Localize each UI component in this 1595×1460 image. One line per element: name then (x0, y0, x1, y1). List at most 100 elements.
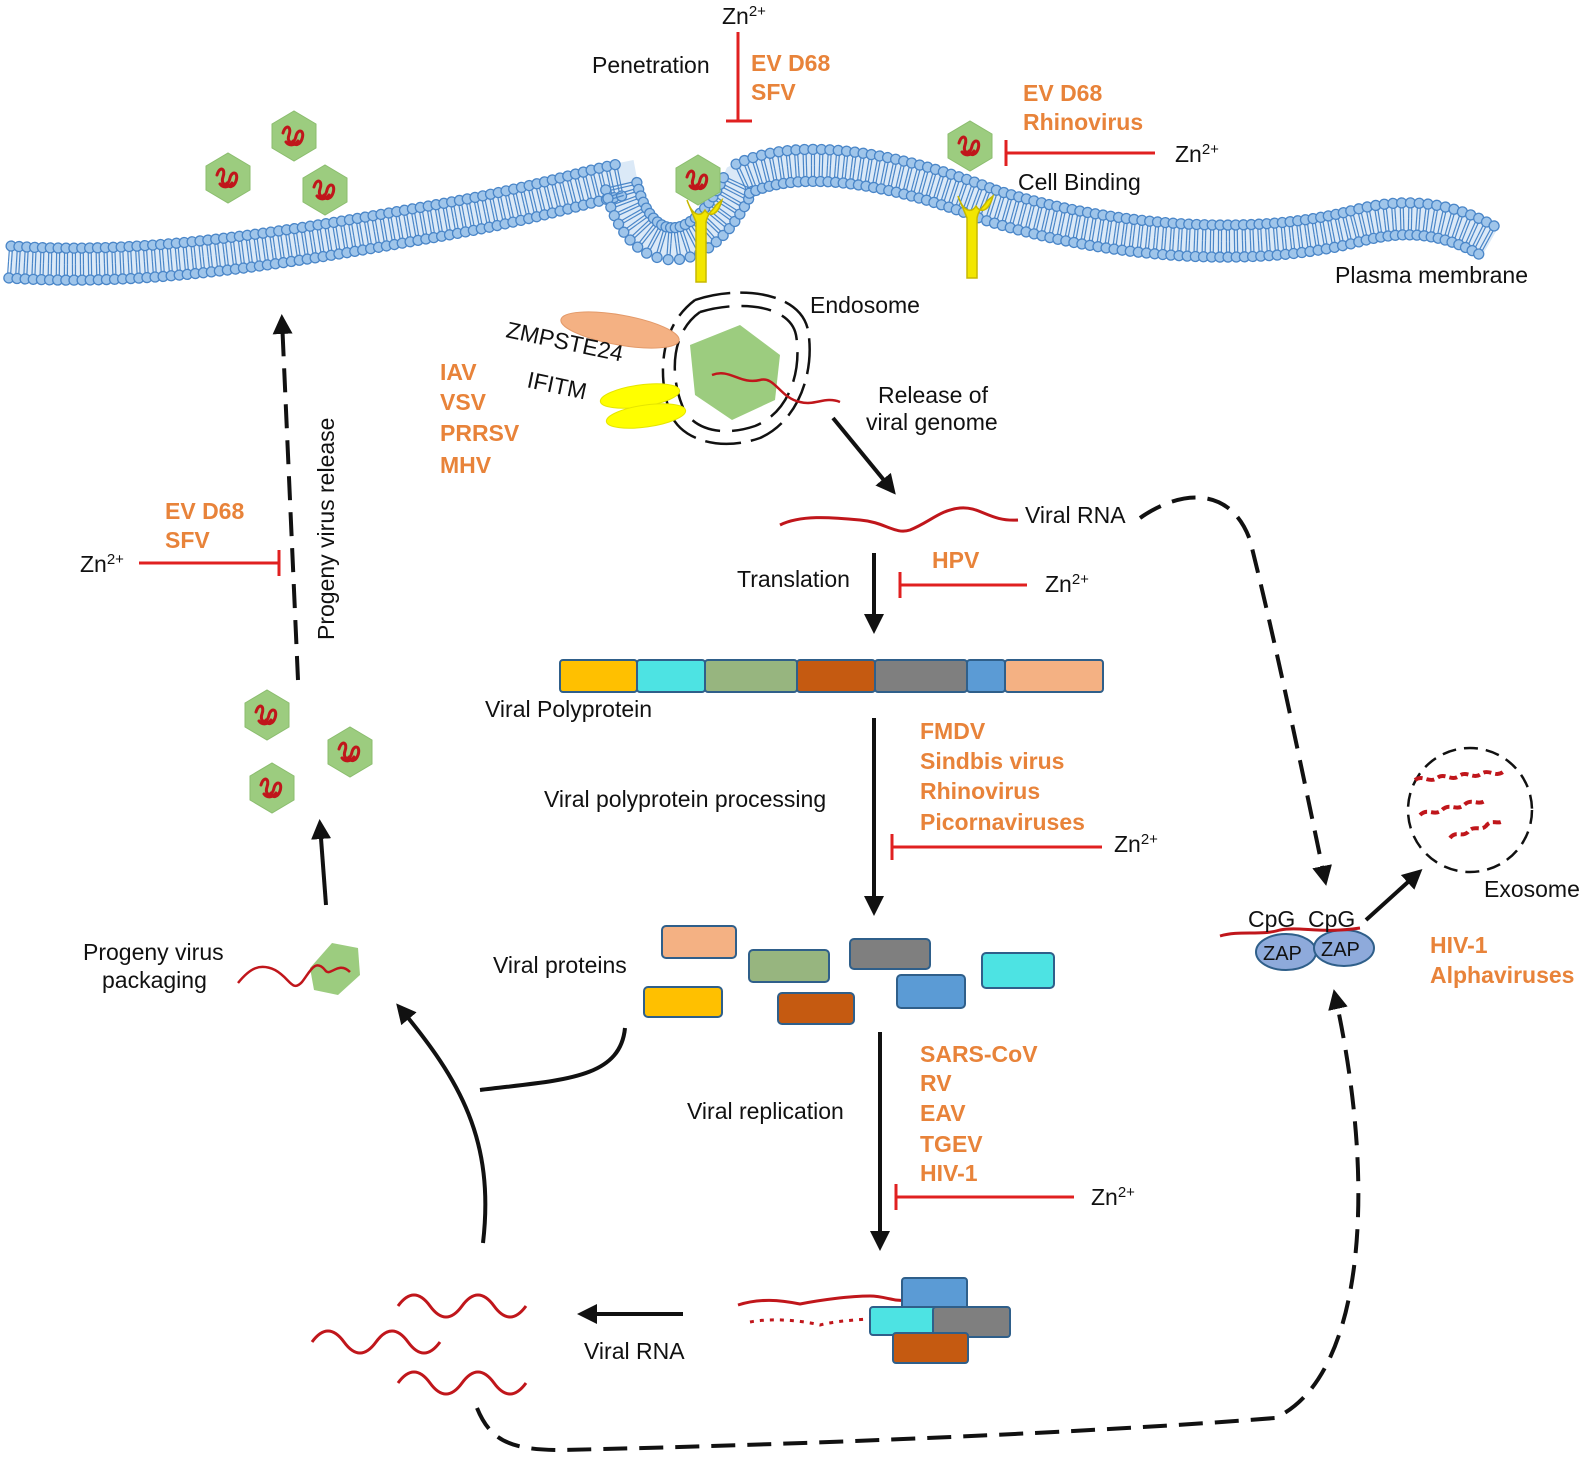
polyprotein-segment-5 (874, 659, 968, 693)
exosome-label: Exosome (1484, 876, 1580, 902)
zn-binding: Zn2+ (1175, 141, 1219, 167)
virus-binding-2: Rhinovirus (1023, 109, 1143, 135)
plasma-membrane-label: Plasma membrane (1335, 262, 1528, 288)
virus-list-penetration: EV D68 SFV (751, 50, 830, 105)
virus-list-zap: HIV-1 Alphaviruses (1430, 932, 1574, 988)
viral-polyprotein-label: Viral Polyprotein (485, 696, 652, 722)
zap-label-2: ZAP (1321, 939, 1360, 961)
progeny-release-label: Progeny virus release (313, 418, 339, 640)
virus-list-release: EV D68 SFV (165, 498, 244, 553)
viral-protein-5 (643, 986, 723, 1018)
viral-protein-6 (777, 992, 855, 1025)
zn-release: Zn2+ (80, 551, 124, 577)
virus-list-replication: SARS-CoV RV EAV TGEV HIV-1 (920, 1041, 1038, 1186)
virus-list-cell-binding: EV D68 Rhinovirus (1023, 80, 1143, 135)
cpg-label-2: CpG (1308, 906, 1355, 932)
zn-processing: Zn2+ (1114, 831, 1158, 857)
virus-processing-2: Sindbis virus (920, 748, 1064, 774)
viral-polyprotein (559, 659, 1104, 693)
exosome (1406, 746, 1534, 874)
viral-rna-top (779, 506, 1019, 533)
arrow-to-exosome (1364, 868, 1423, 922)
virus-endosome-1: IAV (440, 359, 477, 385)
arrow-to-packaging (396, 1003, 488, 1244)
virus-endosome-2: VSV (440, 389, 487, 415)
replication-label: Viral replication (687, 1098, 844, 1124)
dashed-path-replication-to-zap (475, 989, 1361, 1453)
virion-extracellular-2 (270, 109, 318, 163)
plasma-membrane (2, 143, 1502, 286)
viral-protein-3 (849, 938, 931, 970)
virion-progeny-2 (326, 725, 374, 779)
zap-complex: ZAP ZAP (1219, 926, 1375, 971)
arrow-release-genome (831, 416, 896, 495)
viral-rna-copies (310, 1293, 528, 1396)
cell-binding-label: Cell Binding (1018, 169, 1141, 195)
cpg-label-1: CpG (1248, 906, 1295, 932)
zn-penetration: Zn2+ (722, 3, 766, 29)
ifitm-label: IFITM (525, 366, 589, 404)
virion-extracellular-3 (301, 163, 349, 217)
virus-processing-3: Rhinovirus (920, 778, 1040, 804)
virion-progeny-1 (243, 688, 291, 742)
dashed-path-rna-to-zap (1138, 495, 1332, 886)
virus-endosome-4: MHV (440, 452, 492, 478)
viral-protein-7 (896, 974, 966, 1009)
endosome-label: Endosome (810, 292, 920, 318)
zn-replication: Zn2+ (1091, 1184, 1135, 1210)
processing-label: Viral polyprotein processing (544, 786, 826, 812)
virus-processing-1: FMDV (920, 718, 986, 744)
viral-protein-2 (748, 949, 830, 983)
packaging-label-1: Progeny virus (83, 939, 224, 965)
viral-protein-4 (981, 952, 1055, 989)
virion-progeny-3 (248, 761, 296, 815)
release-genome-label-1: Release of (878, 382, 989, 408)
polyprotein-segment-1 (559, 659, 638, 693)
virus-binding-1: EV D68 (1023, 80, 1102, 106)
zn-translation: Zn2+ (1045, 571, 1089, 597)
virus-list-endosome: IAV VSV PRRSV MHV (440, 359, 520, 478)
release-genome-label-2: viral genome (866, 409, 998, 435)
virus-penetration-2: SFV (751, 79, 796, 105)
virus-release-2: SFV (165, 527, 210, 553)
ifitm-protein-2 (605, 403, 687, 429)
arrow-progeny-release (272, 314, 300, 681)
virus-replication-2: RV (920, 1070, 952, 1096)
virus-translation-1: HPV (932, 547, 980, 573)
path-proteins-to-packaging (479, 1027, 627, 1092)
receptor-left (686, 197, 724, 283)
packaging-label-2: packaging (102, 967, 207, 993)
viral-proteins-group (643, 925, 1055, 1025)
virus-replication-4: TGEV (920, 1131, 983, 1157)
polyprotein-segment-2 (636, 659, 706, 693)
virus-release-1: EV D68 (165, 498, 244, 524)
arrow-packaging-up (311, 819, 332, 906)
zmpste24-protein (560, 311, 680, 349)
translation-label: Translation (737, 566, 850, 592)
virus-zap-2: Alphaviruses (1430, 962, 1574, 988)
polyprotein-segment-7 (1004, 659, 1104, 693)
polyprotein-segment-6 (966, 659, 1006, 693)
virus-replication-5: HIV-1 (920, 1160, 978, 1186)
virus-replication-1: SARS-CoV (920, 1041, 1038, 1067)
endosome (661, 291, 841, 446)
virion-binding (946, 119, 994, 173)
virus-zap-1: HIV-1 (1430, 932, 1488, 958)
packaging-virion (237, 943, 360, 995)
viral-rna-bottom-label: Viral RNA (584, 1338, 685, 1364)
zap-label-1: ZAP (1263, 943, 1302, 965)
viral-protein-1 (661, 925, 737, 959)
virus-endosome-3: PRRSV (440, 420, 520, 446)
virus-replication-3: EAV (920, 1100, 966, 1126)
virus-processing-4: Picornaviruses (920, 809, 1085, 835)
replication-complex (737, 1277, 1011, 1364)
polyprotein-segment-4 (796, 659, 876, 693)
virus-penetration-1: EV D68 (751, 50, 830, 76)
virion-extracellular-1 (204, 151, 252, 205)
viral-rna-top-label: Viral RNA (1025, 502, 1126, 528)
polyprotein-segment-3 (704, 659, 798, 693)
virus-list-processing: FMDV Sindbis virus Rhinovirus Picornavir… (920, 718, 1085, 835)
receptor-right (957, 193, 995, 279)
penetration-label: Penetration (592, 52, 710, 78)
